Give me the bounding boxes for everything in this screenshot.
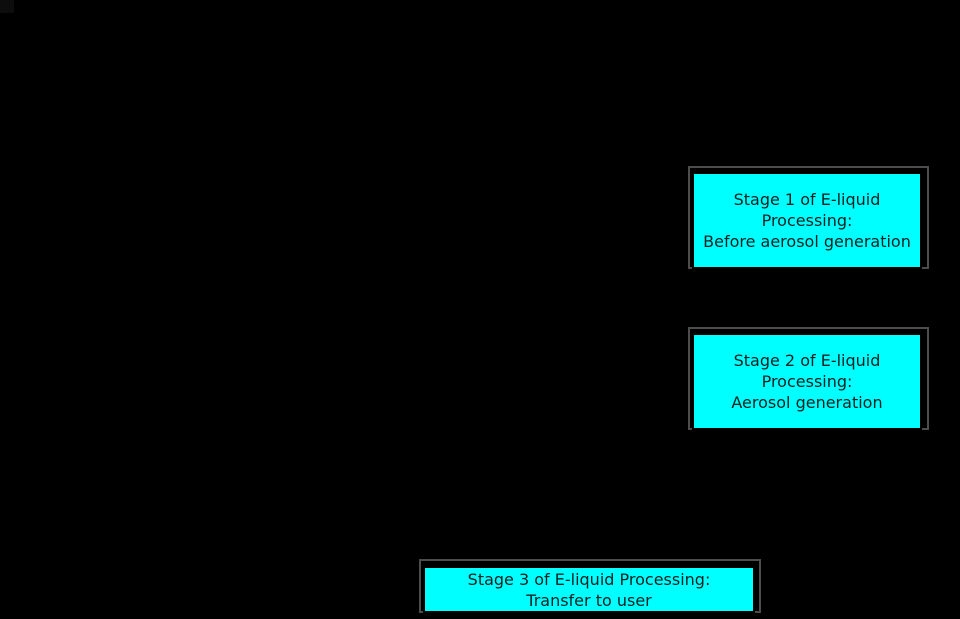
stage-3-box: Stage 3 of E-liquid Processing: Transfer… [423, 566, 755, 613]
stage-2-box: Stage 2 of E-liquid Processing: Aerosol … [692, 333, 922, 430]
top-left-dark-square [0, 0, 14, 13]
stage-1-label: Stage 1 of E-liquid Processing: Before a… [703, 190, 911, 251]
stage-1-box: Stage 1 of E-liquid Processing: Before a… [692, 172, 922, 269]
stage-2-label: Stage 2 of E-liquid Processing: Aerosol … [731, 351, 883, 412]
stage-3-label: Stage 3 of E-liquid Processing: Transfer… [467, 569, 711, 610]
